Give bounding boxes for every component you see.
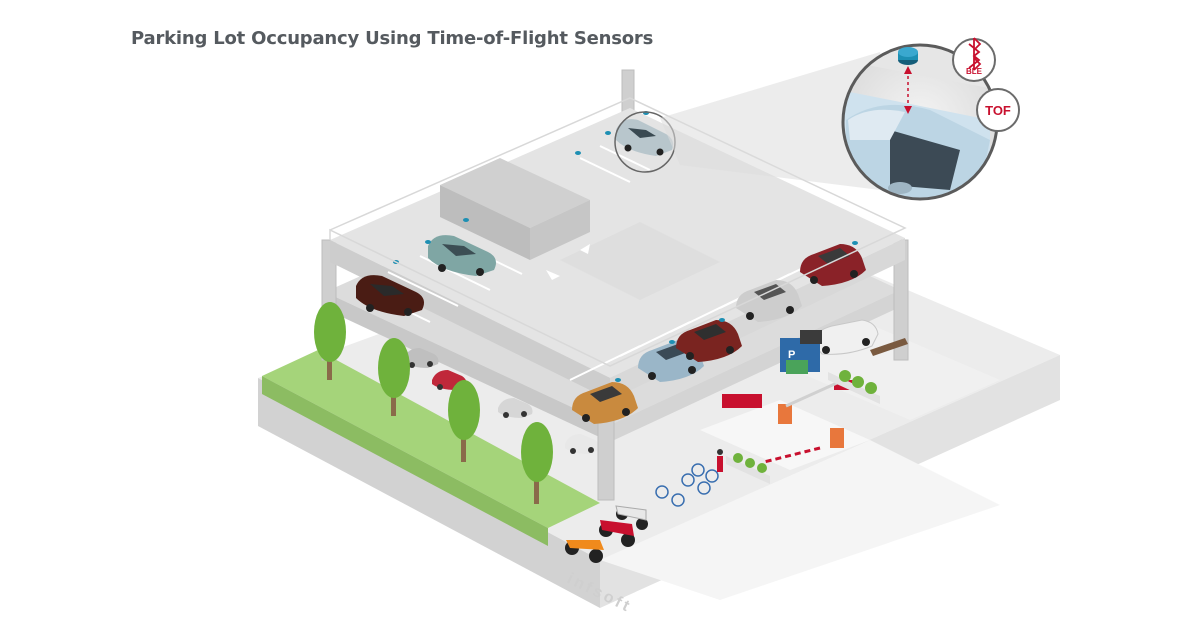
- grass-strip: [262, 350, 600, 528]
- parking-sign-icon: [780, 330, 822, 374]
- tof-badge: [976, 88, 1020, 132]
- tree-icon: [378, 338, 410, 416]
- sensor-icon: [615, 378, 621, 382]
- ble-label: BLE: [966, 67, 983, 76]
- planter: [726, 453, 770, 484]
- grass-edge: [262, 376, 548, 546]
- ramp-structure: [440, 158, 590, 260]
- ground-floor-cars: [404, 348, 600, 454]
- tree-icon: [448, 380, 480, 462]
- sensor-icon: [463, 218, 469, 222]
- tree-icon: [314, 302, 346, 380]
- car-icon: [616, 119, 674, 156]
- sensor-icon: [605, 131, 611, 135]
- direction-arrows: [546, 244, 590, 280]
- sensor-icon: [425, 240, 431, 244]
- car-icon: [736, 280, 802, 322]
- tof-label: TOF: [985, 103, 1011, 118]
- tof-arrow-up: [904, 66, 912, 74]
- exit-banner: [722, 394, 762, 408]
- car-icon: [356, 275, 424, 316]
- motorcycle-icon: [599, 520, 635, 547]
- car-icon: [676, 320, 742, 362]
- tof-arrow-down: [904, 106, 912, 114]
- car-icon: [498, 398, 533, 418]
- planter: [828, 370, 880, 404]
- motorcycle-icon: [615, 505, 648, 530]
- trees: [314, 302, 553, 504]
- car-icon: [565, 434, 600, 454]
- tree-icon: [521, 422, 553, 504]
- person-icon: [717, 449, 723, 472]
- car-icon: [572, 382, 638, 424]
- glass-railing: [329, 97, 907, 367]
- sensor-icon: [575, 151, 581, 155]
- car-icon: [404, 348, 439, 368]
- sensor-icon: [898, 47, 918, 65]
- parking-sign-label: P: [788, 349, 795, 361]
- car-icon: [428, 235, 496, 276]
- bluetooth-icon: [968, 37, 982, 71]
- sensor-icon: [669, 340, 675, 344]
- sensor-icons: [393, 111, 858, 382]
- top-deck-cars: [356, 119, 879, 424]
- motorcycle-icon: [565, 540, 604, 563]
- sensor-icon: [719, 318, 725, 322]
- bicycle-icon: [655, 463, 719, 507]
- bench: [870, 338, 908, 356]
- page-title: Parking Lot Occupancy Using Time-of-Flig…: [131, 28, 654, 49]
- sensor-icon: [852, 241, 858, 245]
